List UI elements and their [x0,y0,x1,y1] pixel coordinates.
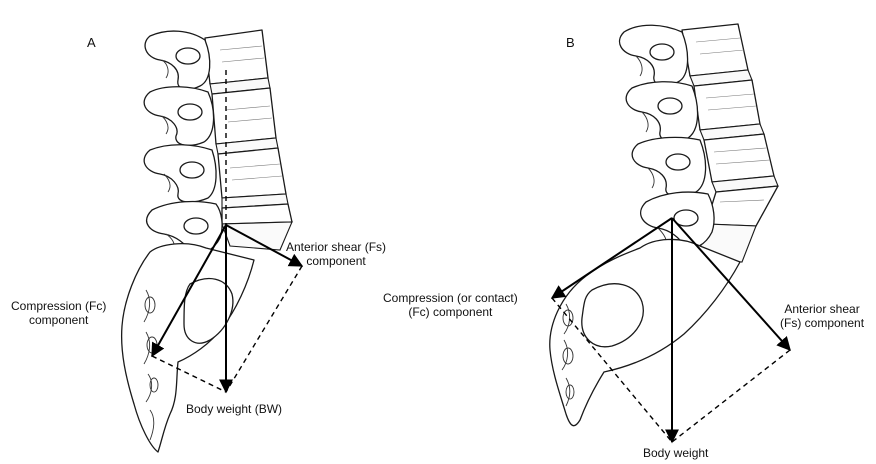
panel-a-letter: A [87,36,96,50]
panel-b-body-weight-label: Body weight [643,446,708,460]
panel-a-compression-label-line2: component [11,313,106,327]
panel-a-posterior-elements [144,31,222,254]
panel-a-anterior-shear-label-line1: Anterior shear (Fs) [286,240,386,254]
panel-b-anterior-shear-label-line2: (Fs) component [780,316,864,330]
panel-b-parallelogram-shear-side [672,350,790,442]
panel-a-body-weight-label: Body weight (BW) [186,402,282,416]
panel-a-sacrum [122,244,254,452]
panel-a-spine [122,30,292,452]
panel-b-letter: B [566,36,575,50]
panel-b-compression-label-line2: (Fc) component [383,305,518,319]
panel-b-compression-label: Compression (or contact) (Fc) component [383,291,518,319]
panel-b-anterior-shear-label: Anterior shear (Fs) component [780,302,864,330]
panel-b-anterior-shear-label-line1: Anterior shear [780,302,864,316]
panel-a-anterior-shear-label: Anterior shear (Fs) component [286,240,386,268]
panel-b-spine [550,24,778,426]
panel-a-anterior-shear-label-line2: component [286,254,386,268]
panel-b-compression-label-line1: Compression (or contact) [383,291,518,305]
panel-a-compression-label-line1: Compression (Fc) [11,299,106,313]
panel-a-compression-label: Compression (Fc) component [11,299,106,327]
panel-b-sacrum [550,239,740,425]
